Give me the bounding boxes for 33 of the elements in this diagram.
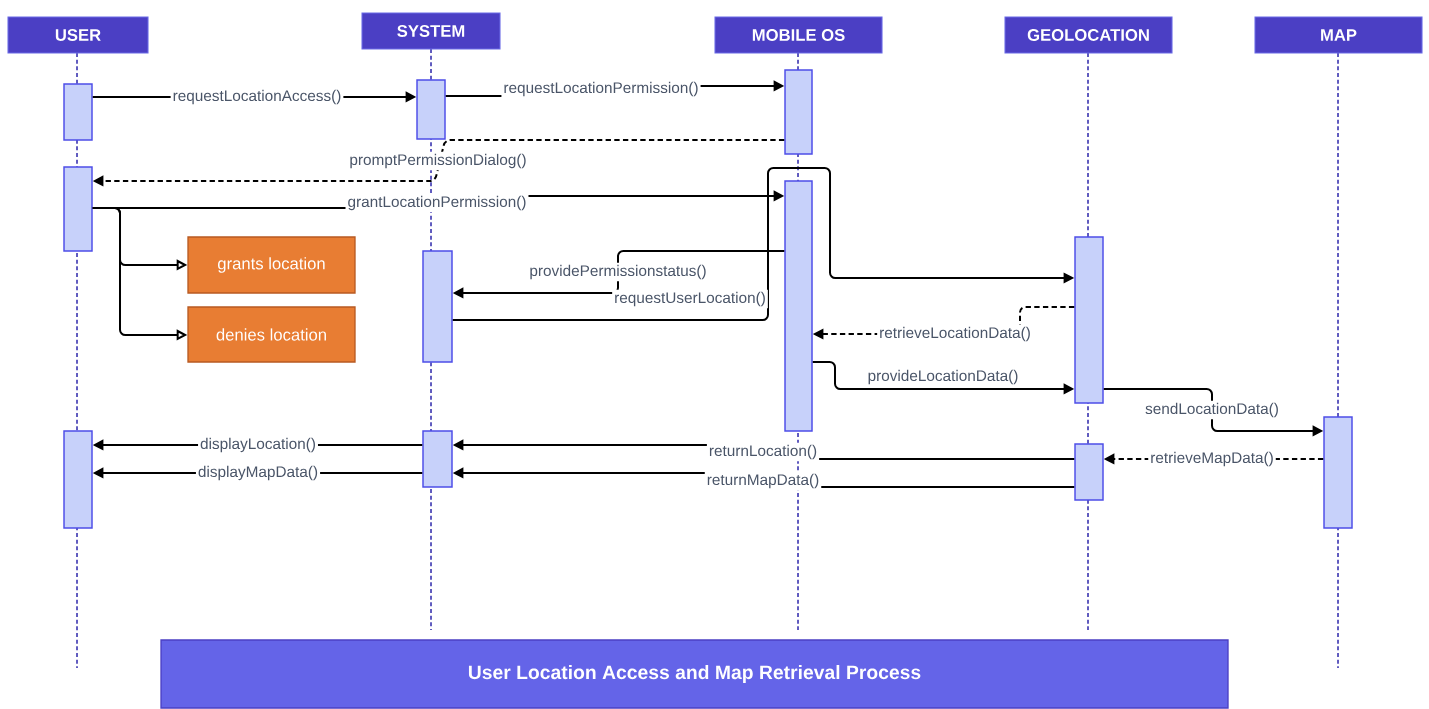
activation-bar xyxy=(784,180,813,432)
edge-label: sendLocationData() xyxy=(1143,400,1281,420)
activation-bar xyxy=(1074,236,1104,404)
title-band: User Location Access and Map Retrieval Process xyxy=(160,639,1229,709)
edge-label: displayMapData() xyxy=(195,463,321,483)
edge-label: requestUserLocation() xyxy=(612,289,768,309)
edge-label: providePermissionstatus() xyxy=(527,262,709,282)
actor-header: MAP xyxy=(1254,16,1423,54)
actor-header: USER xyxy=(7,16,149,54)
activation-bar xyxy=(63,430,93,529)
actor-header: MOBILE OS xyxy=(714,16,883,54)
activation-bar xyxy=(1074,443,1104,501)
edge-label: requestLocationAccess() xyxy=(170,87,344,107)
activation-bar xyxy=(1323,416,1353,529)
actor-header: GEOLOCATION xyxy=(1004,16,1173,54)
actor-header: SYSTEM xyxy=(361,12,501,50)
activation-bar xyxy=(63,83,93,141)
activation-bar xyxy=(422,250,453,363)
edge-label: returnLocation() xyxy=(706,442,820,462)
activation-bar xyxy=(422,430,453,488)
edge-label: grantLocationPermission() xyxy=(345,193,529,213)
activation-bar xyxy=(416,79,446,140)
edge-label: promptPermissionDialog() xyxy=(347,151,529,171)
edge-label: returnMapData() xyxy=(704,471,822,491)
activation-bar xyxy=(784,69,813,155)
edge-label: provideLocationData() xyxy=(865,367,1021,387)
action-box: denies location xyxy=(187,306,356,363)
activation-bar xyxy=(63,166,93,252)
edge-label: displayLocation() xyxy=(198,435,318,455)
edge-label: requestLocationPermission() xyxy=(501,79,701,99)
action-box: grants location xyxy=(187,236,356,294)
edge-label: retrieveLocationData() xyxy=(877,324,1033,344)
edge-label: retrieveMapData() xyxy=(1148,449,1276,469)
